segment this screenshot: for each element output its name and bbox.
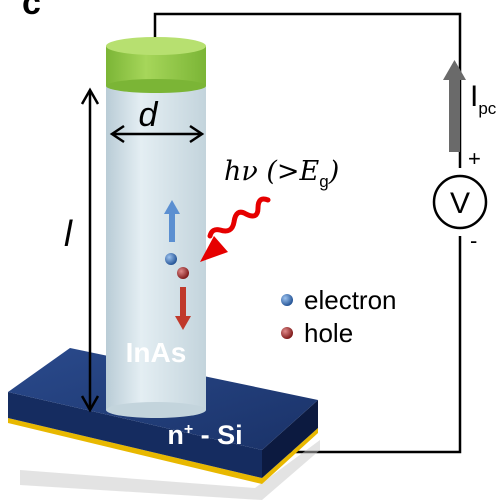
- current-label: Ipc: [470, 80, 497, 118]
- diameter-label: d: [139, 96, 159, 134]
- legend-electron-marker: [281, 294, 293, 306]
- substrate-shadow: [20, 440, 320, 500]
- hole-down-arrow: [175, 287, 191, 330]
- substrate-label: n+ - Si: [167, 420, 242, 450]
- legend: electron hole: [281, 285, 397, 348]
- legend-hole-label: hole: [304, 318, 353, 348]
- material-label: InAs: [126, 337, 187, 368]
- legend-electron-label: electron: [304, 285, 397, 315]
- current-arrow: [443, 60, 466, 152]
- minus-sign: -: [470, 228, 477, 253]
- electron-up-arrow: [164, 200, 180, 242]
- electron-particle: [165, 253, 177, 265]
- diameter-arrow: [109, 124, 205, 144]
- panel-label: c: [22, 0, 41, 22]
- plus-sign: +: [468, 146, 481, 171]
- length-label: l: [64, 213, 73, 254]
- length-arrow: [80, 87, 100, 413]
- hole-particle: [177, 267, 189, 279]
- photon-arrow: [200, 196, 271, 262]
- photon-label: hν (>Eg): [224, 156, 339, 191]
- voltmeter-symbol: V: [450, 187, 470, 220]
- nanowire: [106, 37, 206, 418]
- legend-hole-marker: [281, 327, 293, 339]
- voltmeter: V + -: [432, 146, 488, 253]
